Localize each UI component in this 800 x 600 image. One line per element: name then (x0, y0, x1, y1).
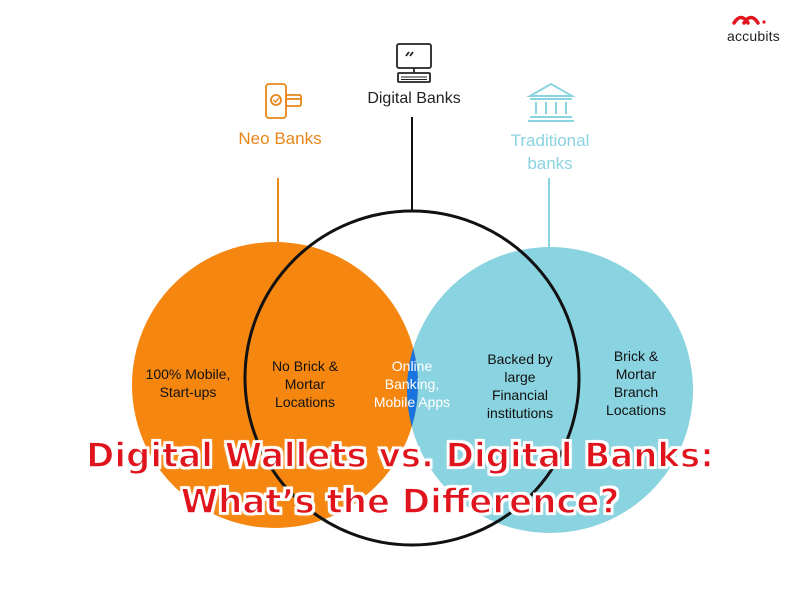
traditional-banks-label-line2: banks (527, 154, 573, 173)
region-line: Banking, (384, 376, 440, 392)
bank-building-icon (526, 82, 576, 122)
region-line: Mortar (284, 376, 326, 392)
mobile-payment-icon (265, 83, 302, 119)
traditional-banks-circle (407, 247, 693, 533)
region-line: Financial (491, 387, 549, 403)
region-line: Mobile Apps (373, 394, 451, 410)
digital-traditional-region-text: Backed by large Financial institutions (470, 350, 570, 422)
region-line: Online (391, 358, 433, 374)
digital-banks-label: Digital Banks (367, 90, 461, 107)
title-line-2: What’s the Difference? (180, 481, 620, 523)
region-line: No Brick & (271, 358, 339, 374)
region-line: institutions (486, 405, 554, 421)
traditional-only-region-text: Brick & Mortar Branch Locations (586, 347, 686, 419)
region-line: Mortar (615, 366, 657, 382)
region-line: Branch (613, 384, 659, 400)
title-line-1: Digital Wallets vs. Digital Banks: (85, 435, 714, 477)
neo-banks-circle (132, 242, 418, 528)
monitor-icon (396, 43, 432, 83)
region-line: Backed by (487, 351, 553, 367)
traditional-banks-label-line1: Traditional (510, 131, 590, 150)
neo-only-region-text: 100% Mobile, Start-ups (138, 365, 238, 401)
region-line: Locations (275, 394, 335, 410)
region-line: Brick & (613, 348, 659, 364)
traditional-banks-label: Traditional banks (490, 129, 610, 175)
region-line: large (504, 369, 536, 385)
accubits-logo-icon (732, 15, 766, 25)
region-line: Locations (606, 402, 666, 418)
neo-digital-region-text: No Brick & Mortar Locations (255, 357, 355, 411)
logo-text: accubits (727, 28, 780, 44)
center-region-text: Online Banking, Mobile Apps (362, 357, 462, 411)
region-line: Start-ups (159, 384, 217, 400)
digital-banks-circle (243, 209, 581, 547)
neo-banks-label: Neo Banks (238, 129, 322, 148)
region-line: 100% Mobile, (145, 366, 231, 382)
